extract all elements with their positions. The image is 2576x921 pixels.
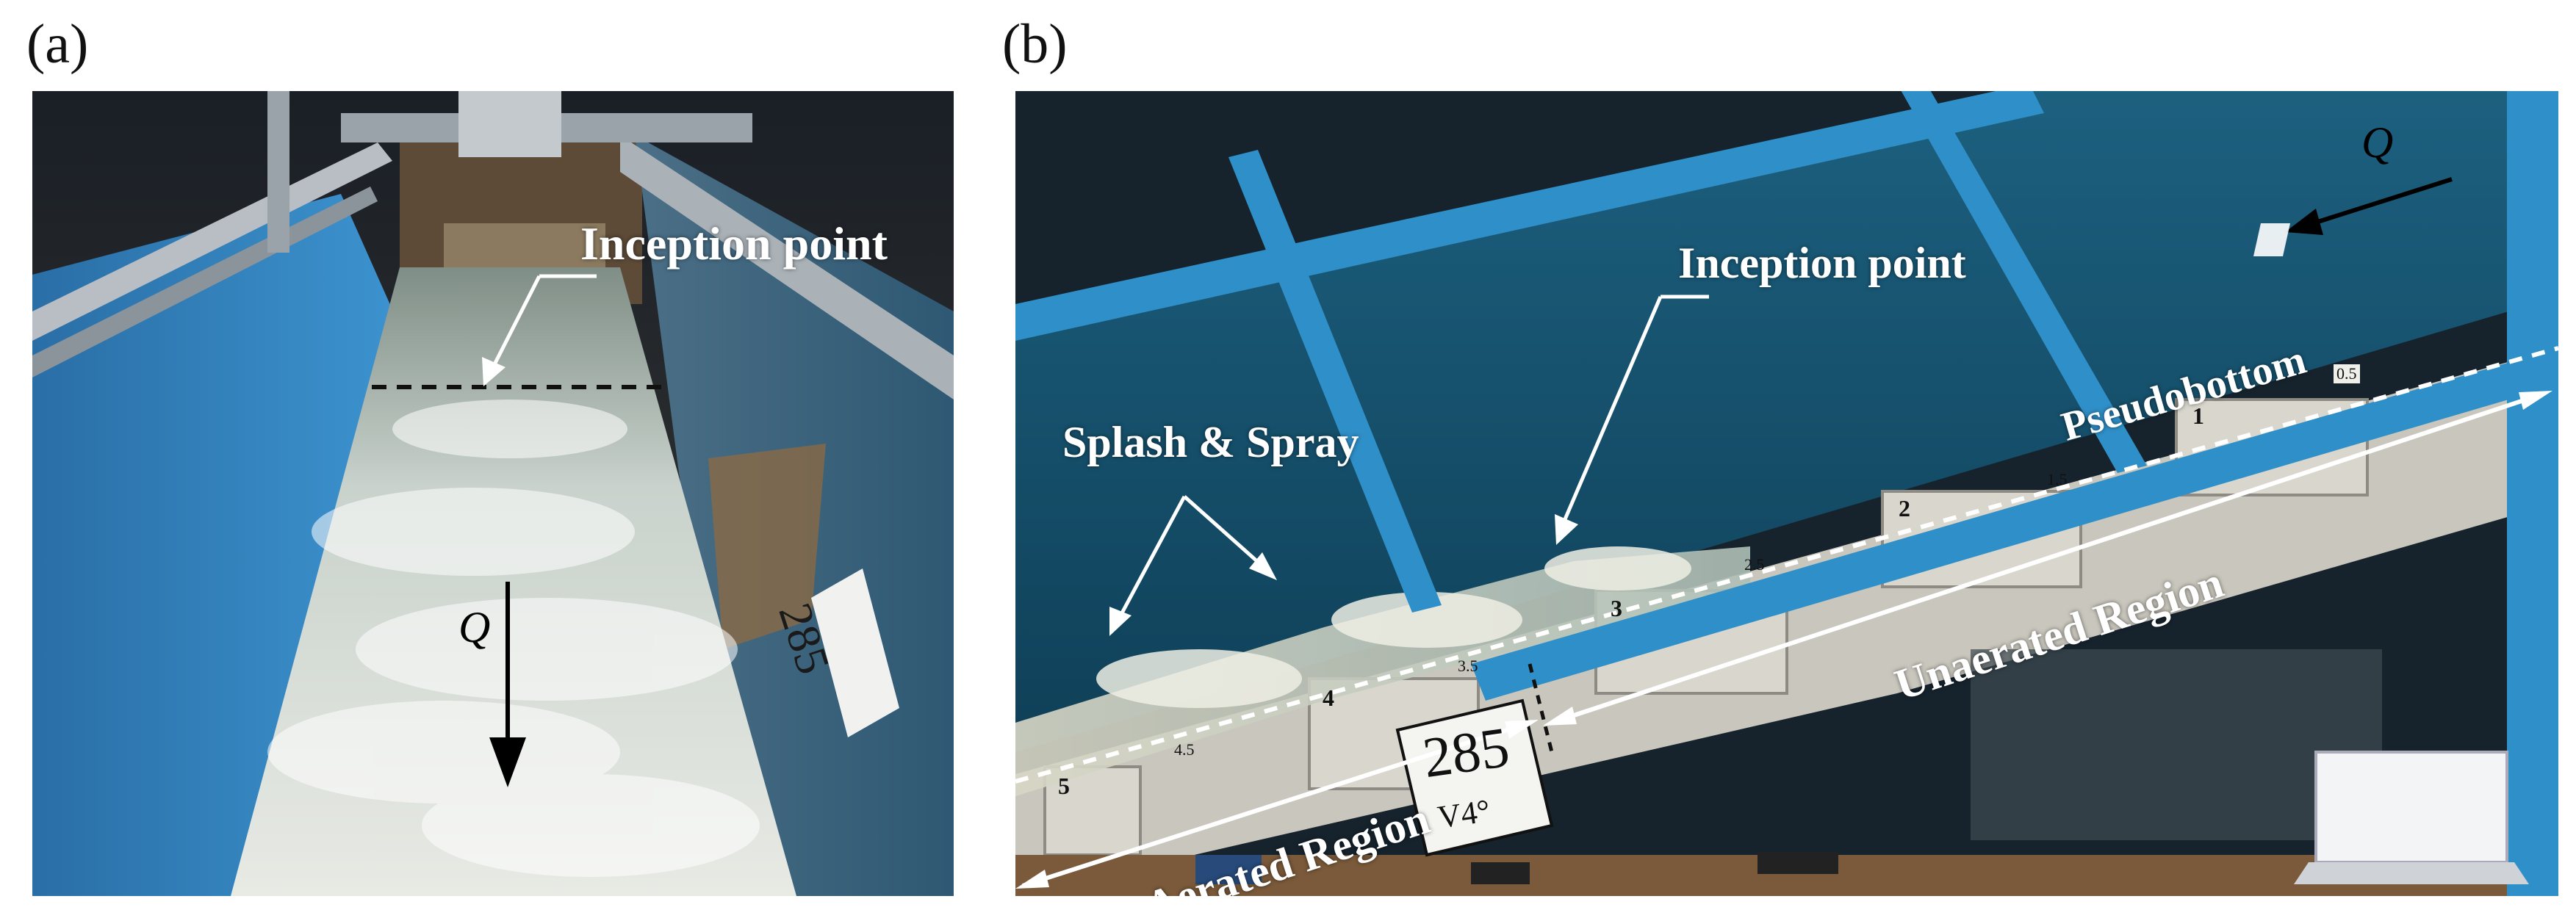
glass-water-region xyxy=(1015,91,2558,752)
lower-frame-beam xyxy=(1471,348,2558,701)
step-label-4-5: 4.5 xyxy=(1174,740,1195,759)
inception-arrow-line-b xyxy=(1561,296,1663,525)
pseudobottom-line xyxy=(1015,346,2558,784)
inception-arrowhead xyxy=(482,357,506,386)
frame-column-right xyxy=(2507,91,2558,896)
unaerated-region-arrow xyxy=(1551,391,2544,725)
inception-arrow-line xyxy=(489,275,542,372)
lab-background-equipment xyxy=(1971,649,2382,840)
aerated-flow xyxy=(1015,546,1750,796)
device-2 xyxy=(1471,862,1530,884)
flow-arrow-line-b xyxy=(2308,177,2453,227)
step-label-2-5: 2.5 xyxy=(1744,555,1765,574)
left-rail xyxy=(32,142,392,341)
panel-label-a: (a) xyxy=(26,13,89,75)
sign-subtext-b: V4° xyxy=(1435,792,1493,836)
step-number-4: 4 xyxy=(1323,685,1334,711)
label-splash-spray: Splash & Spray xyxy=(1062,418,1359,466)
step-number-2: 2 xyxy=(1899,495,1910,521)
splash-arrow-right xyxy=(1183,495,1267,570)
photo-b-flume-side-view: Inception point Splash & Spray Q Pseudob… xyxy=(1015,91,2558,896)
label-flow-q-a: Q xyxy=(458,603,491,651)
step-label-3-5: 3.5 xyxy=(1458,657,1478,675)
sign-number-b: 285 xyxy=(1419,714,1514,790)
label-flow-q-b: Q xyxy=(2361,118,2394,167)
step-number-1: 1 xyxy=(2192,402,2204,429)
device-1 xyxy=(1195,855,1262,884)
step-number-3: 3 xyxy=(1611,595,1622,621)
step-label-0-5: 0.5 xyxy=(2334,364,2360,383)
photo-a-flume-downstream-view: Inception point Q 285 xyxy=(32,91,954,896)
panel-label-b: (b) xyxy=(1002,13,1068,75)
step-number-5: 5 xyxy=(1058,773,1070,799)
laptop-screen xyxy=(2314,751,2508,864)
step-label-1-5: 1.5 xyxy=(2047,470,2068,488)
frame-post-right xyxy=(1901,91,2147,473)
splash-arrow-left xyxy=(1116,495,1187,621)
aerated-region-arrow xyxy=(1022,720,1530,888)
flow-arrowhead xyxy=(489,737,526,787)
power-strip xyxy=(1757,852,1838,874)
laptop-base xyxy=(2294,862,2529,884)
background-cardboard xyxy=(708,444,826,649)
photo-b-illustration xyxy=(1015,91,2558,896)
right-rail xyxy=(620,135,954,400)
photo-a-illustration xyxy=(32,91,954,896)
sign-card xyxy=(811,568,899,737)
label-inception-point-a: Inception point xyxy=(580,217,888,270)
top-frame-beam xyxy=(1015,91,2044,341)
label-inception-point-b: Inception point xyxy=(1678,239,1966,287)
frame-post-left xyxy=(1228,150,1442,613)
ceiling-light xyxy=(2253,223,2290,256)
flow-arrowhead-b xyxy=(2285,209,2323,235)
sign-card-b xyxy=(1395,698,1554,857)
